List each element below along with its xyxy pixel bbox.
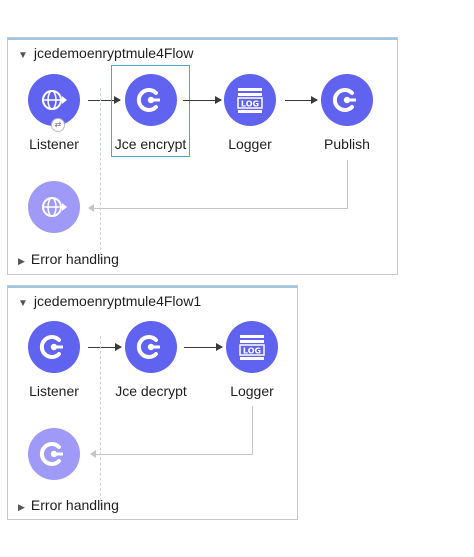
source-divider	[100, 336, 101, 506]
return-connector	[347, 160, 348, 208]
connector-icon	[39, 442, 63, 466]
logger-circle: LOG	[226, 321, 278, 373]
logger-circle: LOG	[224, 74, 276, 126]
collapse-triangle-icon[interactable]: ▼	[18, 50, 28, 61]
flow-title-text: jcedemoenryptmule4Flow1	[33, 293, 202, 309]
connection-arrow	[285, 96, 318, 104]
globe-icon	[42, 90, 67, 110]
node-label: Jce encrypt	[114, 136, 187, 152]
node-label: Logger	[228, 136, 272, 152]
node-label: Logger	[230, 383, 274, 399]
expand-triangle-icon[interactable]: ▶	[18, 256, 25, 266]
svg-text:LOG: LOG	[243, 347, 261, 356]
node-label: Jce decrypt	[115, 383, 187, 399]
error-handling-label: Error handling	[30, 497, 119, 513]
collapse-triangle-icon[interactable]: ▼	[18, 298, 28, 309]
source-divider	[100, 88, 101, 260]
jce-encrypt-circle	[124, 74, 177, 126]
connector-icon	[39, 335, 63, 359]
error-handling-label: Error handling	[30, 251, 119, 267]
svg-text:LOG: LOG	[241, 100, 259, 109]
log-icon: LOG	[237, 88, 263, 113]
flow-panel-1: ▼ jcedemoenryptmule4Flow ⇄ Listener Jce e…	[7, 37, 398, 275]
connection-arrow	[183, 96, 222, 104]
node-listener[interactable]: Listener	[8, 321, 100, 399]
expand-triangle-icon[interactable]: ▶	[18, 502, 25, 512]
connection-arrow	[88, 96, 121, 104]
connector-icon	[136, 88, 160, 112]
return-connector	[252, 406, 253, 454]
flow-title-1[interactable]: ▼ jcedemoenryptmule4Flow	[18, 45, 193, 64]
connection-arrow	[184, 343, 223, 351]
return-connector-arrow	[88, 204, 348, 212]
error-source-node[interactable]	[8, 181, 100, 233]
error-source-node[interactable]	[8, 428, 100, 480]
node-label: Publish	[324, 136, 370, 152]
flow-title-text: jcedemoenryptmule4Flow	[33, 45, 194, 61]
node-label: Listener	[29, 383, 79, 399]
flow-title-2[interactable]: ▼ jcedemoenryptmule4Flow1	[18, 293, 201, 312]
connector-icon	[332, 88, 356, 112]
node-jce-decrypt[interactable]: Jce decrypt	[105, 321, 197, 399]
return-connector-arrow	[90, 450, 253, 458]
globe-icon	[42, 197, 67, 217]
connector-icon	[136, 335, 160, 359]
flow-panel-topline	[8, 286, 297, 288]
jce-decrypt-circle	[125, 321, 177, 373]
error-handling-toggle[interactable]: ▶ Error handling	[18, 251, 119, 269]
connection-arrow	[88, 343, 122, 351]
error-source-circle	[28, 428, 80, 480]
log-icon: LOG	[239, 335, 265, 360]
publish-circle	[321, 74, 373, 126]
node-jce-encrypt[interactable]: Jce encrypt	[111, 65, 190, 157]
node-listener[interactable]: ⇄ Listener	[8, 74, 100, 152]
node-label: Listener	[29, 136, 79, 152]
link-badge-icon: ⇄	[51, 118, 65, 132]
node-logger[interactable]: LOG Logger	[206, 321, 298, 399]
flow-panel-topline	[8, 38, 397, 40]
flow-panel-2: ▼ jcedemoenryptmule4Flow1 Listener Jce de…	[7, 285, 298, 520]
listener-circle: ⇄	[28, 74, 80, 132]
listener-circle	[28, 321, 80, 373]
error-source-circle	[28, 181, 80, 233]
node-logger[interactable]: LOG Logger	[204, 74, 296, 152]
node-publish[interactable]: Publish	[301, 74, 393, 152]
error-handling-toggle[interactable]: ▶ Error handling	[18, 497, 119, 515]
